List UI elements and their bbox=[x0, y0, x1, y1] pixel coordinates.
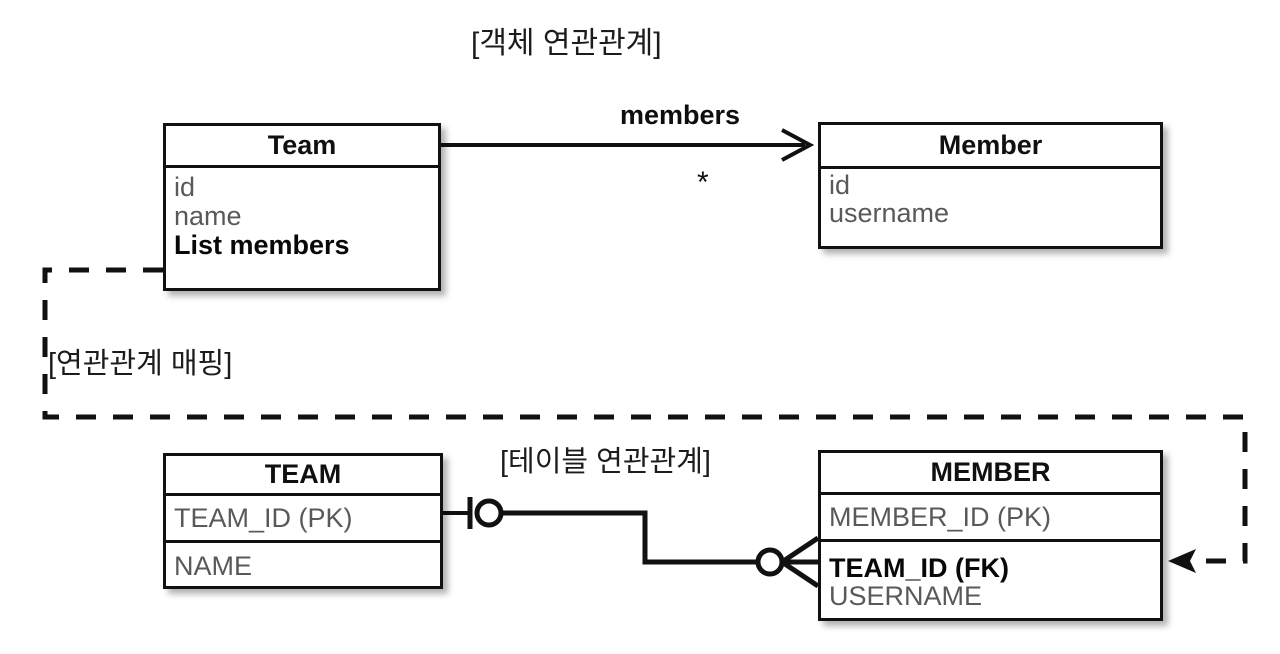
crowsfoot-marker bbox=[780, 535, 820, 589]
column-label: MEMBER_ID (PK) bbox=[829, 501, 1052, 532]
attribute-row: List members bbox=[174, 230, 350, 260]
attribute-row: name bbox=[174, 201, 242, 231]
class-attributes-team: id name List members bbox=[166, 168, 438, 288]
attribute-row: username bbox=[829, 198, 950, 228]
table-row: TEAM_ID (PK) bbox=[166, 496, 440, 543]
table-relationship-connector bbox=[443, 497, 820, 589]
table-box-member: MEMBER MEMBER_ID (PK) TEAM_ID (FK) USERN… bbox=[818, 450, 1163, 621]
class-attributes-member: id username bbox=[821, 169, 1160, 249]
class-box-member: Member id username bbox=[818, 122, 1163, 249]
mapping-title: [연관관계 매핑] bbox=[48, 348, 233, 380]
column-label: TEAM_ID (FK) bbox=[829, 552, 1009, 583]
table-row: TEAM_ID (FK) USERNAME bbox=[821, 542, 1160, 621]
class-name-member: Member bbox=[821, 125, 1160, 169]
zero-circle-marker-right bbox=[755, 547, 785, 577]
table-row: NAME bbox=[166, 543, 440, 589]
association-team-member bbox=[441, 128, 815, 162]
attribute-row: id bbox=[174, 172, 196, 202]
table-row: MEMBER_ID (PK) bbox=[821, 495, 1160, 542]
zero-circle-marker-left bbox=[474, 498, 504, 528]
class-name-team: Team bbox=[166, 126, 438, 168]
class-box-team: Team id name List members bbox=[163, 123, 441, 291]
table-relation-title: [테이블 연관관계] bbox=[500, 446, 711, 478]
object-relation-title: [객체 연관관계] bbox=[471, 27, 662, 60]
column-label: NAME bbox=[174, 550, 253, 581]
table-box-team: TEAM TEAM_ID (PK) NAME bbox=[163, 453, 443, 589]
association-role-label: members bbox=[620, 100, 741, 130]
association-multiplicity-label: * bbox=[697, 166, 709, 199]
table-name-team: TEAM bbox=[166, 456, 440, 496]
column-label: TEAM_ID (PK) bbox=[174, 502, 353, 533]
attribute-row: id bbox=[829, 170, 851, 200]
table-name-member: MEMBER bbox=[821, 453, 1160, 495]
column-label: USERNAME bbox=[829, 581, 983, 611]
